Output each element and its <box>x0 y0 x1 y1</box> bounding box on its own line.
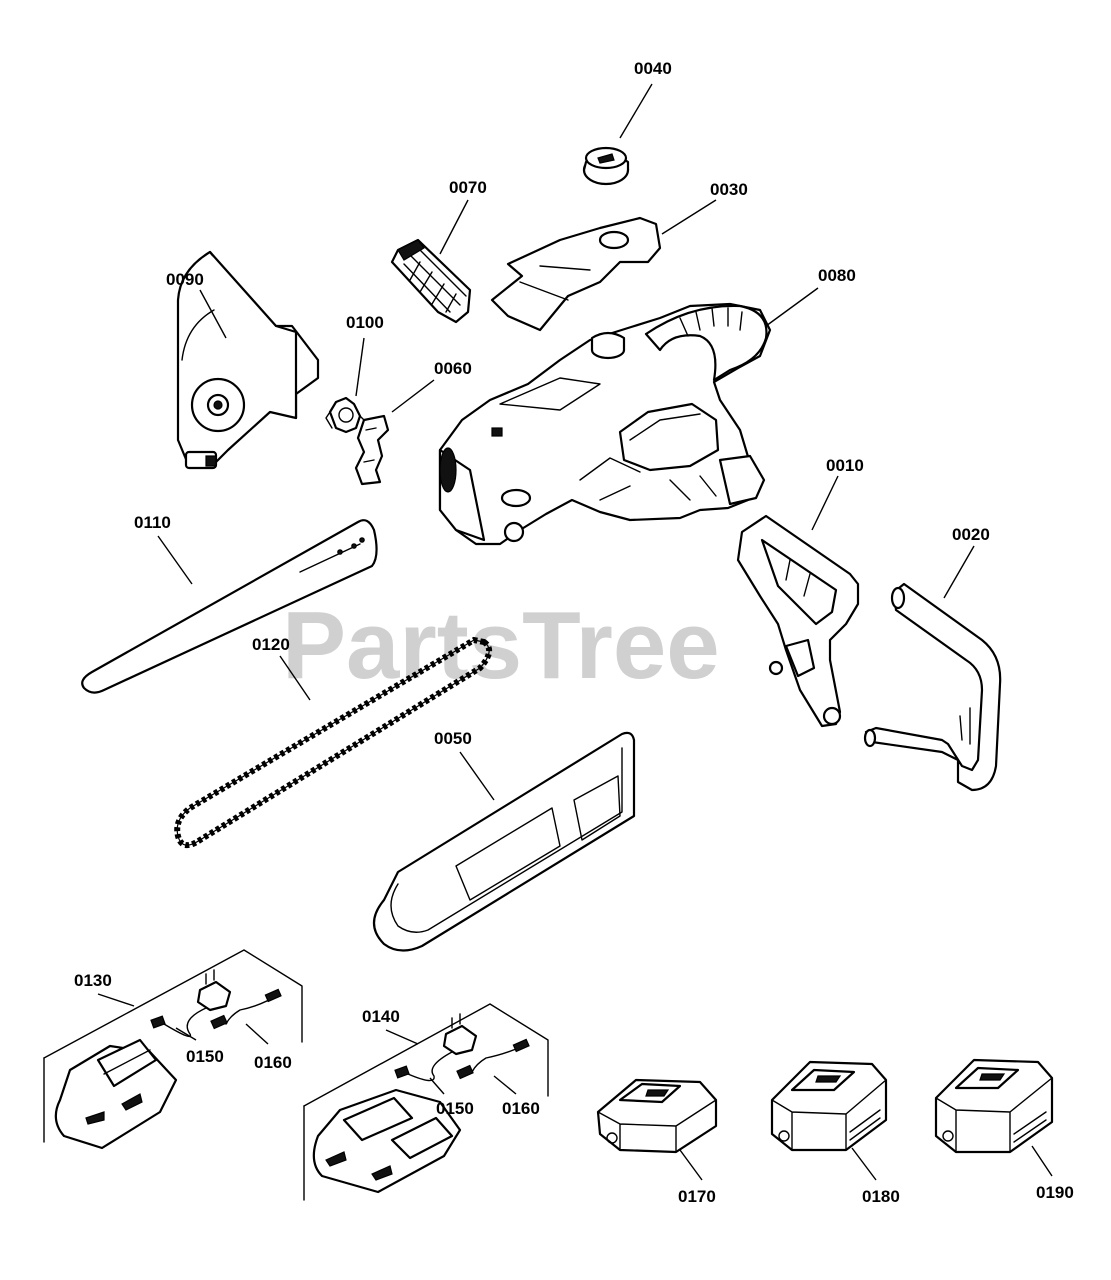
callout-0010[interactable]: 0010 <box>826 456 864 475</box>
part-d-handle-bar[interactable] <box>863 582 1002 792</box>
callout-0080[interactable]: 0080 <box>818 266 856 285</box>
callout-0050[interactable]: 0050 <box>434 729 472 748</box>
part-grip-insert[interactable] <box>390 238 472 324</box>
part-battery-small[interactable] <box>596 1078 718 1154</box>
watermark: PartsTree <box>282 592 720 699</box>
callout-0180[interactable]: 0180 <box>862 1187 900 1206</box>
callout-0160-a[interactable]: 0160 <box>254 1053 292 1072</box>
callout-0090[interactable]: 0090 <box>166 270 204 289</box>
part-battery-large[interactable] <box>934 1058 1054 1154</box>
callout-0020[interactable]: 0020 <box>952 525 990 544</box>
callout-0160-b[interactable]: 0160 <box>502 1099 540 1118</box>
leader-lines <box>97 83 1053 1181</box>
part-sprocket-cover[interactable] <box>176 250 320 470</box>
part-guide-bar[interactable] <box>81 519 378 694</box>
callout-0100[interactable]: 0100 <box>346 313 384 332</box>
callout-0060[interactable]: 0060 <box>434 359 472 378</box>
part-saw-chain[interactable] <box>174 636 493 849</box>
part-charger-kit-single[interactable] <box>43 949 303 1150</box>
callout-0190[interactable]: 0190 <box>1036 1183 1074 1202</box>
callout-0040[interactable]: 0040 <box>634 59 672 78</box>
callout-0070[interactable]: 0070 <box>449 178 487 197</box>
callout-0130[interactable]: 0130 <box>74 971 112 990</box>
callout-0030[interactable]: 0030 <box>710 180 748 199</box>
part-sprocket[interactable] <box>325 396 365 434</box>
part-oil-cap[interactable] <box>582 146 630 186</box>
part-battery-medium[interactable] <box>770 1060 888 1152</box>
callout-0110[interactable]: 0110 <box>134 513 171 532</box>
part-chain-tensioner[interactable] <box>354 414 390 486</box>
callout-0140[interactable]: 0140 <box>362 1007 400 1026</box>
part-charger-kit-dual[interactable] <box>303 1003 549 1201</box>
part-main-body[interactable] <box>438 302 772 546</box>
part-front-handle[interactable] <box>736 514 860 728</box>
callout-0120[interactable]: 0120 <box>252 635 290 654</box>
part-top-cover[interactable] <box>490 216 662 332</box>
callout-0150-b[interactable]: 0150 <box>436 1099 474 1118</box>
callout-0170[interactable]: 0170 <box>678 1187 716 1206</box>
callout-0150-a[interactable]: 0150 <box>186 1047 224 1066</box>
part-bar-cover[interactable] <box>372 731 636 952</box>
